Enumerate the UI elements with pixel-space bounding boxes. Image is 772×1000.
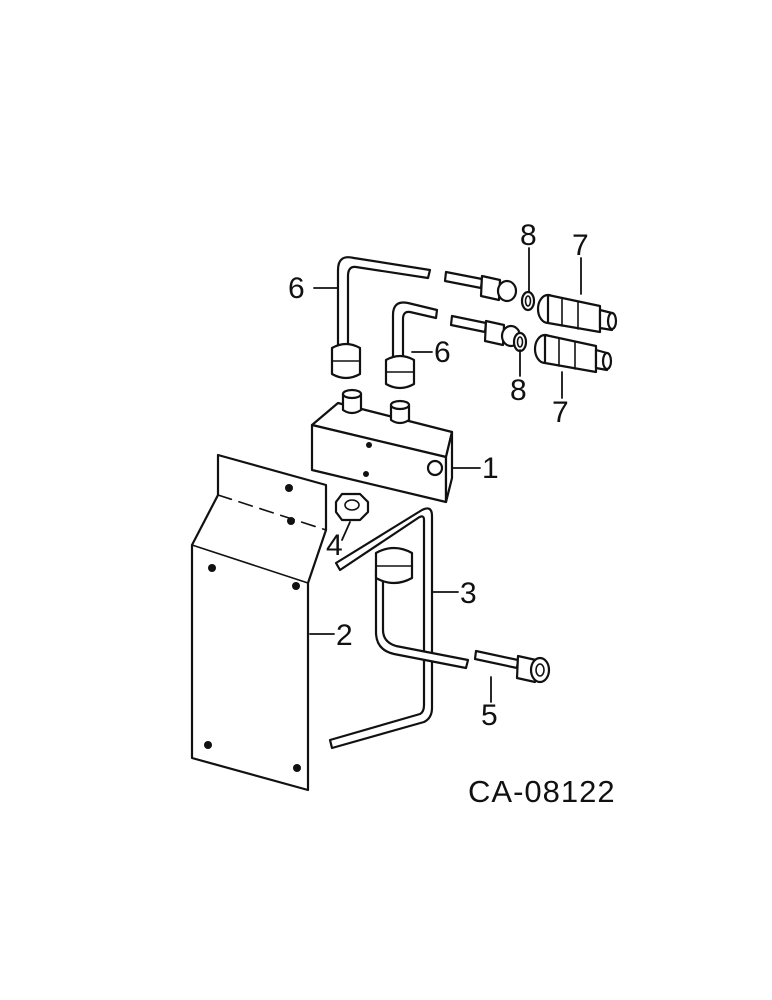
callout-5: 5	[481, 699, 498, 732]
callout-6-left: 6	[288, 272, 305, 305]
quick-coupler-lower	[533, 333, 613, 374]
callout-3: 3	[460, 577, 477, 610]
callout-4: 4	[326, 529, 343, 562]
tube-right	[384, 301, 439, 390]
callout-2: 2	[336, 619, 353, 652]
callout-1: 1	[482, 452, 499, 485]
end-fitting	[473, 649, 551, 684]
quick-coupler-upper	[536, 293, 618, 334]
hex-nut	[334, 492, 370, 522]
callout-labels: 1 2 3 4 5 6 6 7 7 8 8	[288, 219, 589, 732]
callout-7-bottom: 7	[552, 396, 569, 429]
callout-7-top: 7	[572, 229, 589, 262]
drawing-id-label: CA-08122	[468, 774, 616, 809]
lower-connector	[449, 314, 522, 348]
o-ring-lower	[512, 331, 528, 353]
bent-tube	[328, 507, 470, 750]
upper-connector	[443, 270, 518, 303]
o-ring-upper	[520, 290, 536, 312]
callout-8-bottom: 8	[510, 374, 527, 407]
callout-8-top: 8	[520, 219, 537, 252]
leader-lines	[309, 247, 582, 703]
tube-left	[330, 256, 432, 380]
mounting-plate	[190, 453, 328, 792]
callout-6-right: 6	[434, 336, 451, 369]
valve-block	[310, 388, 454, 504]
